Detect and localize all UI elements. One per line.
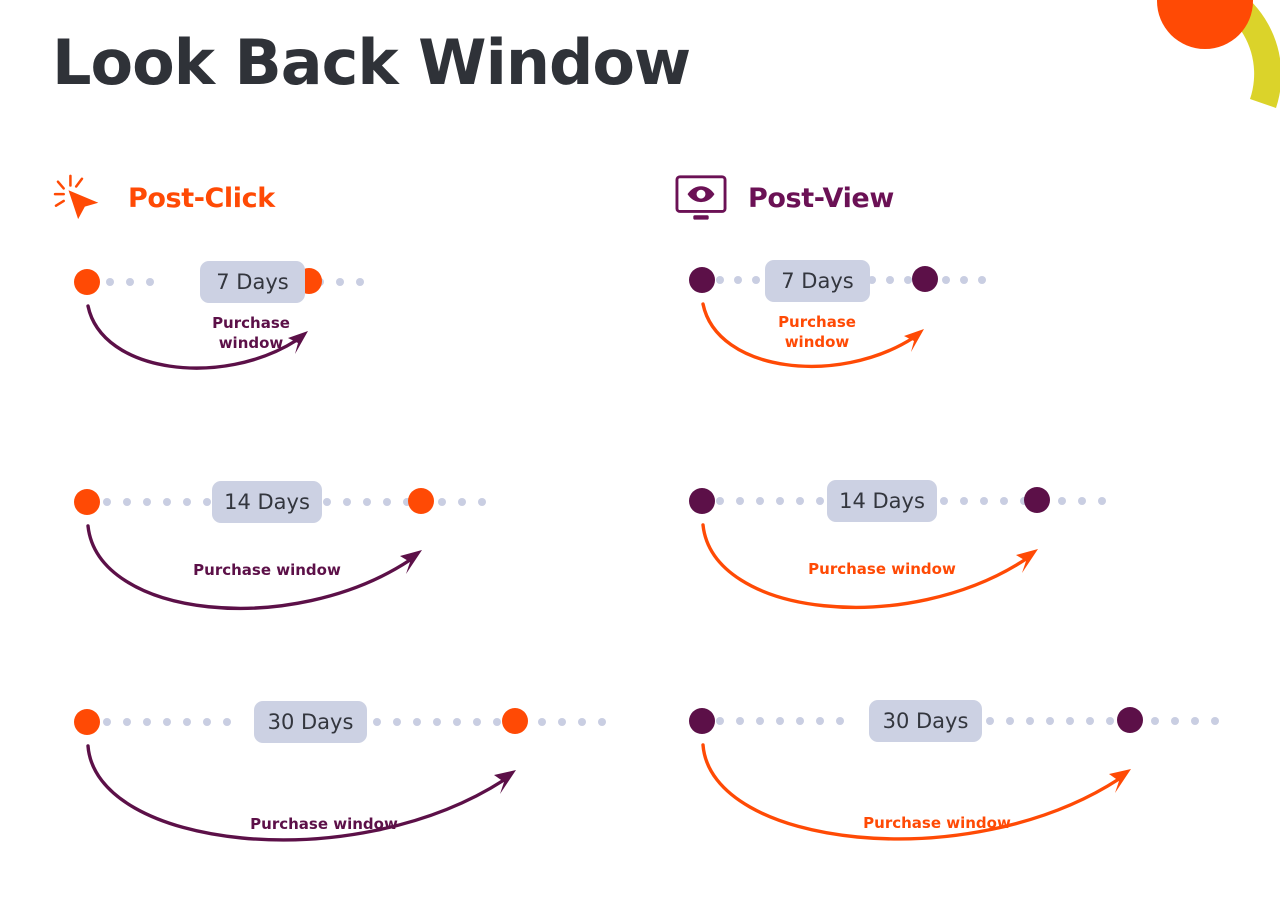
dotted-track	[103, 498, 486, 506]
days-pill-label: 14 Days	[839, 489, 925, 513]
timeline-row: 14 Days Purchase window	[52, 468, 632, 688]
dotted-track	[103, 718, 606, 726]
dotted-track	[716, 497, 1106, 505]
purchase-window-label: Purchase window	[778, 313, 856, 352]
column-post-click: Post-Click 7 Days	[52, 170, 632, 908]
days-pill-label: 30 Days	[267, 710, 354, 734]
timeline-end-node	[1024, 487, 1050, 513]
timeline-start-node	[74, 709, 100, 735]
purchase-window-label: Purchase window	[250, 815, 398, 833]
purchase-window-arrowhead	[288, 331, 308, 354]
page-title: Look Back Window	[52, 26, 691, 99]
timeline-row: 30 Days Purchase window	[52, 688, 632, 908]
screen-eye-icon	[675, 175, 727, 220]
timeline-end-node	[502, 708, 528, 734]
timeline-start-node	[74, 489, 100, 515]
days-pill: 30 Days	[869, 700, 982, 742]
days-pill: 7 Days	[200, 261, 305, 303]
timeline-row: 30 Days Purchase window	[672, 688, 1252, 908]
days-pill-label: 7 Days	[216, 270, 289, 294]
days-pill: 30 Days	[254, 701, 367, 743]
column-title-post-view: Post-View	[748, 182, 894, 214]
column-title-post-click: Post-Click	[128, 182, 275, 214]
days-pill: 14 Days	[212, 481, 322, 523]
purchase-window-arc	[701, 302, 915, 369]
purchase-window-arrowhead	[1016, 549, 1038, 573]
purchase-window-arc	[86, 524, 412, 611]
purchase-window-arc	[86, 304, 299, 370]
days-pill: 7 Days	[765, 260, 870, 302]
purchase-window-arc	[701, 523, 1028, 610]
timeline-end-node	[408, 488, 434, 514]
timeline-start-node	[689, 708, 715, 734]
timeline-start-node	[689, 488, 715, 514]
purchase-window-arc	[86, 744, 506, 842]
purchase-window-arrowhead	[1109, 769, 1131, 793]
column-header-post-click: Post-Click	[52, 170, 632, 226]
timeline-start-node	[74, 269, 100, 295]
timeline-rows-post-click: 7 Days Purchase window	[52, 248, 632, 908]
purchase-window-arrowhead	[904, 329, 924, 352]
timeline-start-node	[689, 267, 715, 293]
decorative-circle	[1157, 0, 1253, 49]
timeline-row: 14 Days Purchase window	[672, 468, 1252, 688]
decorative-arc	[1201, 0, 1280, 108]
days-pill: 14 Days	[827, 480, 937, 522]
timeline-row: 7 Days Purchase window	[672, 248, 1252, 468]
timeline-rows-post-view: 7 Days Purchase window	[672, 248, 1252, 908]
corner-decoration	[1157, 0, 1280, 108]
days-pill-label: 30 Days	[882, 709, 969, 733]
purchase-window-label: Purchase window	[863, 814, 1011, 832]
purchase-window-arc	[701, 743, 1121, 841]
purchase-window-arrowhead	[494, 770, 516, 794]
timeline-row: 7 Days Purchase window	[52, 248, 632, 468]
click-cursor-icon	[53, 174, 99, 220]
column-post-view: Post-View 7 Days	[672, 170, 1252, 908]
column-header-post-view: Post-View	[672, 170, 1252, 226]
days-pill-label: 14 Days	[224, 490, 310, 514]
purchase-window-label: Purchase window	[212, 314, 290, 353]
purchase-window-label: Purchase window	[808, 560, 956, 578]
days-pill-label: 7 Days	[781, 269, 854, 293]
dotted-track	[716, 717, 1219, 725]
timeline-end-node	[912, 266, 938, 292]
purchase-window-label: Purchase window	[193, 561, 341, 579]
timeline-end-node	[1117, 707, 1143, 733]
purchase-window-arrowhead	[400, 550, 422, 574]
